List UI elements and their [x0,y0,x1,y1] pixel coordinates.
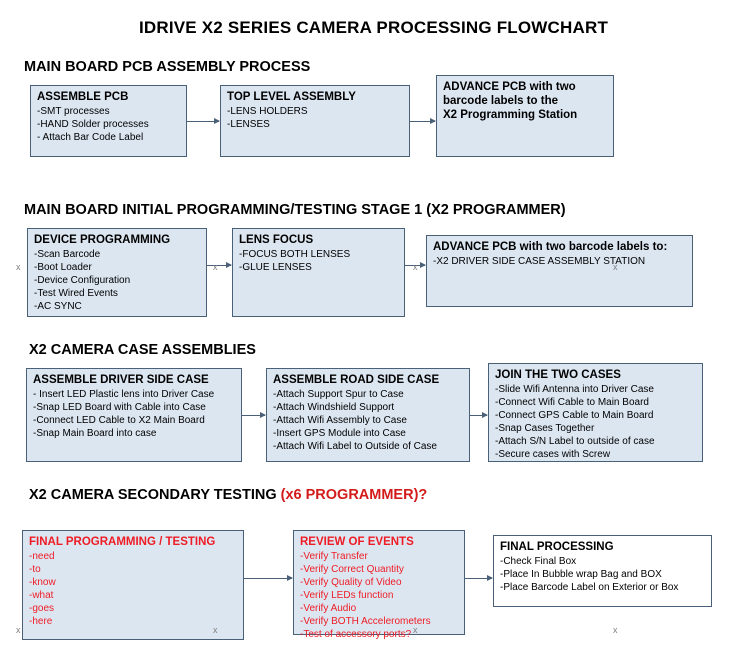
box-final-processing-title: FINAL PROCESSING [500,541,614,553]
box-device-programming-lines: -Scan Barcode -Boot Loader -Device Confi… [34,249,131,312]
grid-mark: x [613,262,618,272]
box-device-programming: DEVICE PROGRAMMING -Scan Barcode -Boot L… [27,228,207,317]
box-assemble-road-side-case-lines: -Attach Support Spur to Case -Attach Win… [273,389,437,452]
grid-mark: x [16,262,21,272]
arrow-final-programming-to-review [244,574,293,581]
arrow-device-to-lens [207,261,232,268]
box-join-the-two-cases-title: JOIN THE TWO CASES [495,369,621,381]
box-final-processing: FINAL PROCESSING -Check Final Box -Place… [493,535,712,607]
box-advance-pcb-to-programming-station: ADVANCE PCB with two barcode labels to t… [436,75,614,157]
box-assemble-pcb: ASSEMBLE PCB -SMT processes -HAND Solder… [30,85,187,157]
box-lens-focus-lines: -FOCUS BOTH LENSES -GLUE LENSES [239,249,351,273]
arrow-assemble-to-toplevel [187,117,220,124]
box-final-processing-lines: -Check Final Box -Place In Bubble wrap B… [500,556,679,593]
box-advance-pcb-to-driver-side-case-title: ADVANCE PCB with two barcode labels to: [433,241,668,253]
grid-mark: x [613,625,618,635]
box-assemble-road-side-case: ASSEMBLE ROAD SIDE CASE -Attach Support … [266,368,470,462]
box-assemble-pcb-lines: -SMT processes -HAND Solder processes - … [37,106,149,143]
box-join-the-two-cases: JOIN THE TWO CASES -Slide Wifi Antenna i… [488,363,703,462]
box-assemble-pcb-title: ASSEMBLE PCB [37,91,129,103]
box-advance-pcb-to-programming-station-title: ADVANCE PCB with two barcode labels to t… [443,81,578,121]
box-lens-focus-title: LENS FOCUS [239,234,314,246]
arrow-review-to-final-processing [465,574,493,581]
arrow-driver-to-roadside [242,411,266,418]
box-final-programming-testing-lines: -need -to -know -what -goes -here [29,551,56,627]
arrow-toplevel-to-advance [410,117,436,124]
box-review-of-events-lines: -Verify Transfer -Verify Correct Quantit… [300,551,431,640]
box-lens-focus: LENS FOCUS -FOCUS BOTH LENSES -GLUE LENS… [232,228,405,317]
box-assemble-driver-side-case: ASSEMBLE DRIVER SIDE CASE - Insert LED P… [26,368,242,462]
box-top-level-assembly: TOP LEVEL ASSEMBLY -LENS HOLDERS -LENSES [220,85,410,157]
grid-mark: x [16,625,21,635]
box-top-level-assembly-lines: -LENS HOLDERS -LENSES [227,106,308,130]
box-final-programming-testing: FINAL PROGRAMMING / TESTING -need -to -k… [22,530,244,640]
box-top-level-assembly-title: TOP LEVEL ASSEMBLY [227,91,356,103]
box-device-programming-title: DEVICE PROGRAMMING [34,234,171,246]
box-advance-pcb-to-driver-side-case-lines: -X2 DRIVER SIDE CASE ASSEMBLY STATION [433,256,646,267]
section-heading-main-board-initial-programming: MAIN BOARD INITIAL PROGRAMMING/TESTING S… [24,202,566,218]
box-review-of-events-title: REVIEW OF EVENTS [300,536,414,548]
section-heading-text: X2 CAMERA SECONDARY TESTING [29,487,281,503]
box-assemble-road-side-case-title: ASSEMBLE ROAD SIDE CASE [273,374,440,386]
grid-mark: x [413,262,418,272]
box-advance-pcb-to-driver-side-case: ADVANCE PCB with two barcode labels to: … [426,235,693,307]
box-review-of-events: REVIEW OF EVENTS -Verify Transfer -Verif… [293,530,465,640]
section-heading-red-text: (x6 PROGRAMMER)? [280,487,428,503]
grid-mark: x [413,625,418,635]
page-title: IDRIVE X2 SERIES CAMERA PROCESSING FLOWC… [138,18,609,37]
section-heading-x2-camera-secondary-testing: X2 CAMERA SECONDARY TESTING (x6 PROGRAMM… [29,487,427,503]
box-final-programming-testing-title: FINAL PROGRAMMING / TESTING [29,536,216,548]
section-heading-x2-camera-case-assemblies: X2 CAMERA CASE ASSEMBLIES [29,342,256,358]
arrow-roadside-to-join [470,411,488,418]
grid-mark: x [213,625,218,635]
box-assemble-driver-side-case-title: ASSEMBLE DRIVER SIDE CASE [33,374,209,386]
grid-mark: x [213,262,218,272]
section-heading-main-board-pcb-assembly: MAIN BOARD PCB ASSEMBLY PROCESS [24,59,311,75]
box-assemble-driver-side-case-lines: - Insert LED Plastic lens into Driver Ca… [33,389,215,439]
box-join-the-two-cases-lines: -Slide Wifi Antenna into Driver Case -Co… [495,384,655,460]
arrow-lens-to-advance [405,261,426,268]
